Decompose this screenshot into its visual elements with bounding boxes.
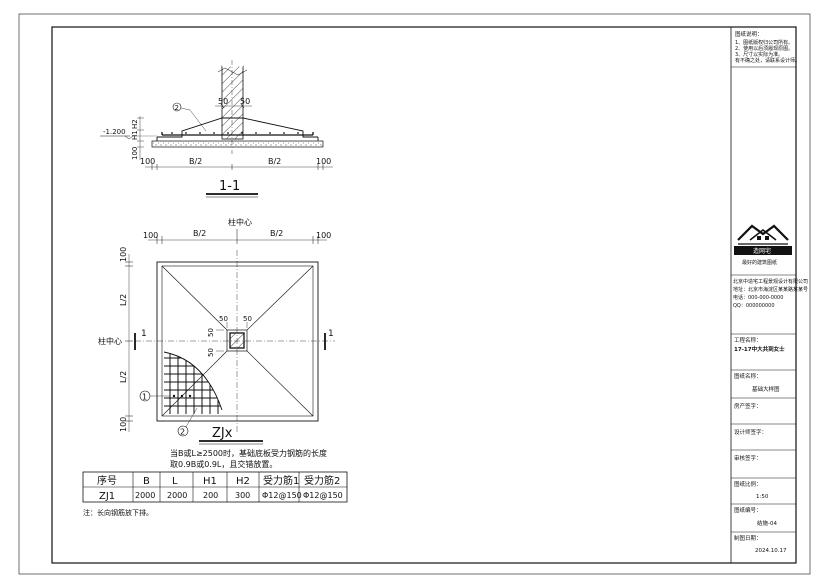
tb-scale-value: 1:50 (756, 494, 769, 500)
tb-note-3: 3、尺寸以实际为准。 (735, 51, 783, 58)
title-block: 图纸说明： 1、图纸版权归公司所有。 2、使用以后须履现原图。 3、尺寸以实际为… (730, 27, 808, 563)
plan-dim-l2-bottom: L/2 (119, 371, 128, 383)
rebar-table: 序号 B L H1 H2 受力筋1 受力筋2 ZJ1 2000 2000 200… (82, 471, 348, 503)
table-cell-b: 2000 (135, 491, 155, 500)
plan-callout-2: 2 (180, 428, 185, 437)
tb-notes-title: 图纸说明： (735, 30, 763, 38)
plan-callout-1: 1 (142, 393, 147, 402)
plan-cut-mark-left: 1 (141, 329, 147, 339)
plan-dim-b2-right: B/2 (270, 229, 283, 238)
plan-dim-50-a: 50 (219, 315, 228, 323)
tb-project-name: 17-17中大共到女士 (734, 345, 785, 353)
table-cell-h1: 200 (203, 491, 218, 500)
table-header-b: B (143, 476, 150, 487)
tb-number-label: 图纸编号： (734, 506, 762, 514)
inner-border (51, 26, 797, 564)
plan-dim-b2-left: B/2 (193, 229, 206, 238)
table-cell-id: ZJ1 (99, 491, 115, 502)
logo-icon (737, 224, 789, 245)
tb-note-2: 2、使用以后须履现原图。 (735, 45, 793, 52)
tb-date-value: 2024.10.17 (755, 548, 787, 554)
table-header-index: 序号 (97, 474, 117, 487)
table-cell-rebar1: Φ12@150 (262, 491, 302, 500)
section-elevation: -1.200 (103, 128, 126, 136)
bottom-note: 注：长向钢筋放下排。 (83, 508, 153, 517)
tb-owner-sign: 房产签字： (734, 402, 762, 410)
plan-dim-100-left: 100 (143, 231, 158, 240)
outer-border (18, 13, 811, 575)
section-dim-100: 100 (131, 147, 139, 160)
tb-drawing-name-label: 图纸名称： (734, 372, 762, 380)
tb-note-4: 有不确之处，请联系设计师。 (735, 57, 800, 64)
table-header-rebar2: 受力筋2 (304, 474, 340, 487)
section-dim-50-right: 50 (240, 97, 250, 106)
plan-cut-mark-right: 1 (328, 329, 334, 339)
table-header-rebar1: 受力筋1 (263, 474, 299, 487)
section-dim-b2-left: B/2 (189, 157, 202, 166)
section-title: 1-1 (219, 179, 240, 194)
tb-drawing-name: 基础大样图 (752, 385, 780, 393)
section-dim-h2: H2 (131, 119, 139, 129)
tb-date-label: 制图日期： (734, 534, 762, 542)
table-header-h2: H2 (236, 476, 250, 487)
plan-dim-l2-top: L/2 (119, 294, 128, 306)
logo-banner (734, 246, 792, 255)
section-callout-2 (172, 102, 182, 112)
plan-dim-100-top: 100 (119, 247, 128, 262)
table-header-l: L (172, 476, 178, 487)
section-dim-100-right: 100 (316, 157, 331, 166)
table-cell-rebar2: Φ12@150 (303, 491, 343, 500)
tb-tel: 电话：000-000-0000 (733, 294, 783, 301)
table-header-h1: H1 (203, 476, 217, 487)
section-dim-h1: H1 (131, 130, 139, 140)
tb-qq: QQ：000000000 (733, 303, 775, 309)
section-callout-2-label: 2 (175, 104, 179, 112)
plan-dim-50-b: 50 (243, 315, 252, 323)
plan-title: ZJx (212, 426, 233, 441)
plan-dim-50-d: 50 (207, 348, 215, 357)
section-1-1: 50 50 2 -1.200 H2 H1 100 100 B/2 B/2 100… (100, 60, 333, 198)
tb-company: 北京中造宅工程景观设计有限公司 (733, 278, 808, 285)
plan-dim-50-c: 50 (207, 328, 215, 337)
plan-dim-100-bottom: 100 (119, 417, 128, 432)
logo-name: 造网宅 (753, 247, 771, 255)
tb-scale-label: 图纸比例： (734, 480, 762, 488)
plan-dim-100-right: 100 (316, 231, 331, 240)
plan-column-center-left: 柱中心 (98, 336, 122, 346)
section-dim-50-left: 50 (218, 97, 228, 106)
table-cell-h2: 300 (235, 491, 250, 500)
tb-note-1: 1、图纸版权归公司所有。 (735, 39, 793, 46)
tb-designer-sign: 设计师签字： (734, 428, 767, 436)
plan-column-center-top: 柱中心 (228, 217, 252, 227)
plan-zjx: 柱中心 100 B/2 B/2 100 100 L/2 L/2 100 柱中心 (98, 217, 335, 469)
logo-slogan: 最好的建筑图纸 (742, 259, 777, 266)
section-dim-b2-right: B/2 (268, 157, 281, 166)
table-cell-l: 2000 (167, 491, 187, 500)
tb-reviewer-sign: 审核签字： (734, 454, 762, 462)
plan-note-line-2: 取0.9B或0.9L，且交错放置。 (170, 459, 277, 469)
plan-note-line-1: 当B或L≥2500时，基础底板受力钢筋的长度 (170, 448, 327, 458)
tb-number-value: 结施-04 (757, 519, 777, 527)
tb-project-label: 工程名称： (734, 336, 762, 344)
section-dim-100-left: 100 (140, 157, 155, 166)
tb-address: 地址：北京市海淀区某某路某某号 (733, 286, 808, 293)
